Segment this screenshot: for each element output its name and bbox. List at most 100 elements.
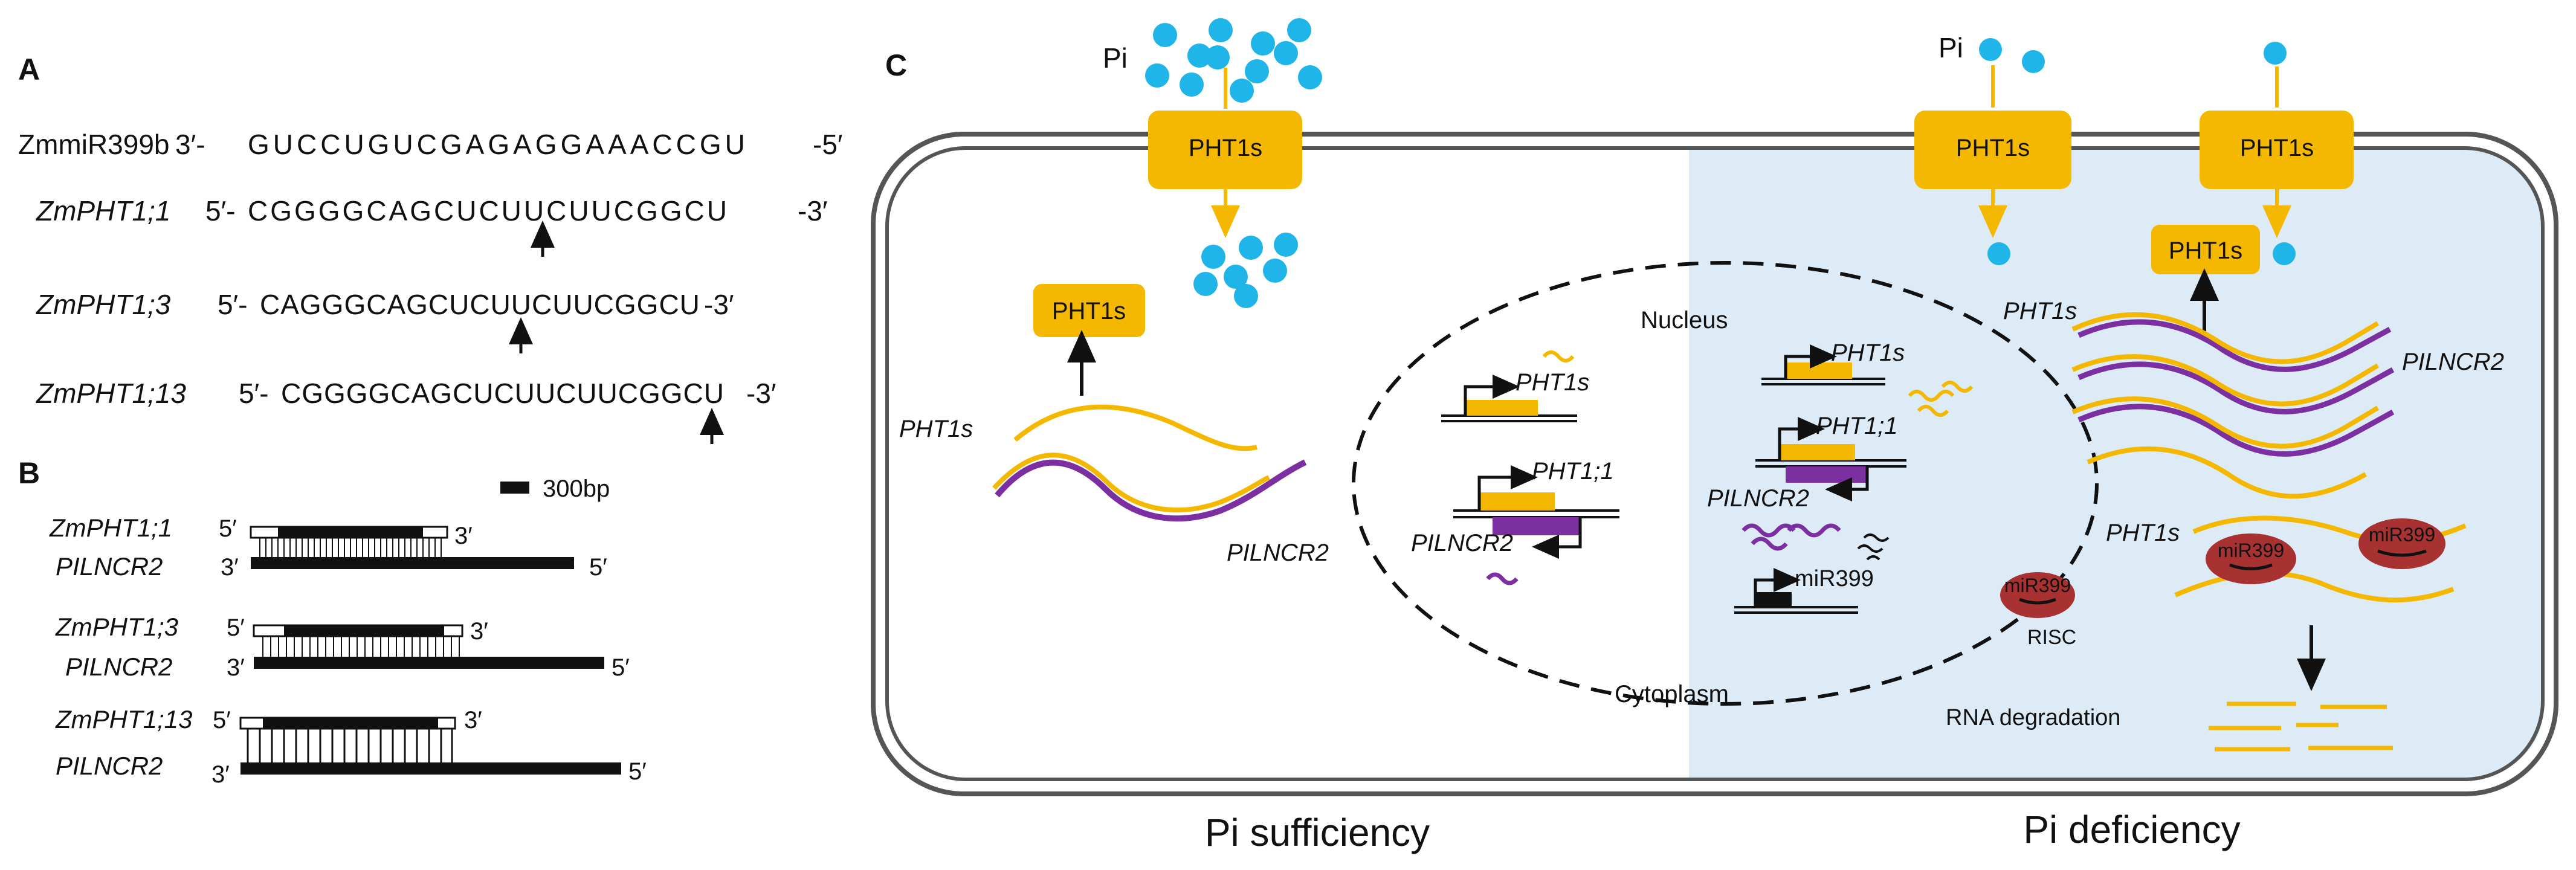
pair3-gene-overlap (263, 718, 438, 729)
caption-pi-sufficiency: Pi sufficiency (1205, 811, 1430, 854)
cell-membrane-inner (885, 146, 2545, 781)
cell-membrane-outer (871, 132, 2558, 796)
pair3-g3: 3′ (464, 707, 482, 733)
pht1s-target-mrna-2 (2174, 570, 2455, 603)
degraded-rna-fragments (2209, 701, 2393, 752)
panel-b-label: B (18, 456, 40, 490)
pht1s-mrna-left (1013, 404, 1257, 451)
pair3-g5: 5′ (213, 707, 231, 733)
pht1s-transporter-right-1 (1914, 111, 2071, 189)
risc-bound-2-label: miR399 (2369, 524, 2435, 546)
row3-sequence: CGGGGCAGCUCUUCUUCGGCU (281, 378, 725, 409)
pair1-base-pairs (259, 538, 442, 557)
pair1-l3: 3′ (221, 554, 239, 581)
pair1-lnc: PILNCR2 (56, 552, 163, 581)
pair2-l5: 5′ (612, 654, 630, 681)
row3-pre: 5′- (239, 378, 269, 409)
pht1-1-right-label: PHT1;1 (1816, 413, 1898, 439)
pht1-1-left-label: PHT1;1 (1532, 458, 1614, 485)
risc-bound-1-label: miR399 (2218, 540, 2284, 561)
pht1s-transporter-left-label: PHT1s (1189, 135, 1262, 161)
pair1-g5: 5′ (219, 515, 237, 542)
nucleus-envelope (1352, 261, 2099, 706)
row2-sequence: CAGGGCAGCUCUUCUUCGGCU (260, 289, 700, 320)
pht1-1-pilncr2-locus-left: PHT1;1 PILNCR2 (1411, 458, 1619, 585)
pi-molecules-outside-left (1145, 18, 1322, 103)
pair1-lnc-bar (251, 557, 574, 569)
pair3-gene: ZmPHT1;13 (55, 705, 192, 733)
pair2-g5: 5′ (227, 614, 245, 641)
panel-c-label: C (885, 48, 907, 82)
pair3-lnc: PILNCR2 (56, 752, 163, 780)
nucleus-label: Nucleus (1641, 307, 1728, 334)
pht1s-transporter-left (1148, 111, 1302, 189)
pht1s-transporter-right-2 (2200, 111, 2354, 189)
pht1s-protein-left (1033, 284, 1145, 337)
panel-b: B 300bp ZmPHT1;1 5′ 3′ PILNCR2 3′ 5′ ZmP… (18, 456, 647, 788)
deficiency-background (1689, 147, 2544, 779)
pi-label-right: Pi (1938, 32, 1963, 63)
row1-sequence: CGGGGCAGCUCUUCUUCGGCU (248, 195, 729, 227)
pairing-diagram-3: ZmPHT1;13 5′ 3′ PILNCR2 3′ 5′ (55, 705, 647, 788)
cytoplasm-label: Cytoplasm (1615, 681, 1729, 707)
rna-degradation-label: RNA degradation (1946, 705, 2120, 730)
pilncr2-locus-right-label: PILNCR2 (1707, 485, 1809, 512)
panel-a: A ZmmiR399b 3′- GUCCUGUCGAGAGGAAACCGU -5… (18, 53, 843, 444)
panel-a-label: A (18, 53, 40, 86)
mir399-gene: miR399 (1734, 566, 1874, 614)
pht1s-protein-left-label: PHT1s (1052, 298, 1126, 324)
mir-name: ZmmiR399b (18, 129, 170, 160)
pilncr2-label-right: PILNCR2 (2402, 349, 2504, 375)
pi-molecules-inside-left (1193, 233, 1298, 308)
pair2-gene: ZmPHT1;3 (55, 613, 178, 641)
pht1s-gene-left-label: PHT1s (1516, 369, 1589, 396)
caption-pi-deficiency: Pi deficiency (2023, 808, 2240, 851)
row2-post: -3′ (704, 289, 734, 320)
pi-dot-right-3 (1987, 242, 2010, 265)
pilncr2-locus-left-label: PILNCR2 (1411, 530, 1513, 556)
risc-bound-2-strand (2377, 549, 2427, 557)
pair3-base-pairs (247, 729, 453, 762)
row3-post: -3′ (746, 378, 776, 409)
pair3-l3: 3′ (211, 761, 230, 788)
pht1s-protein-right (2151, 225, 2260, 274)
mir399-gene-label: miR399 (1795, 566, 1874, 591)
panel-c: C Pi PHT1s PHT1s PHT1s PI (871, 18, 2558, 854)
pht1s-pilncr2-duplexes-right (2071, 312, 2395, 499)
pair2-base-pairs (262, 636, 460, 657)
row1-pre: 5′- (205, 195, 236, 227)
pi-label-left: Pi (1103, 42, 1128, 74)
gene-name-pht1-13: ZmPHT1;13 (36, 378, 186, 409)
pht1-1-pilncr2-locus-right: PHT1;1 PILNCR2 (1707, 413, 1906, 561)
pair2-l3: 3′ (227, 654, 245, 681)
pairing-diagram-1: ZmPHT1;1 5′ 3′ PILNCR2 3′ 5′ (49, 514, 607, 581)
pht1s-transcript-label-left: PHT1s (899, 416, 973, 442)
pi-dot-right-4 (2264, 42, 2287, 65)
pht1s-cleavage-label: PHT1s (2106, 520, 2180, 546)
risc-bound-1-strand (2229, 563, 2273, 570)
pair2-lnc: PILNCR2 (65, 652, 172, 681)
pht1s-protein-right-label: PHT1s (2169, 237, 2242, 264)
scale-bar (500, 482, 529, 494)
pilncr2-label-left: PILNCR2 (1227, 540, 1329, 566)
pair2-gene-overlap (284, 625, 444, 636)
pair1-l5: 5′ (589, 554, 607, 581)
gene-name-pht1-3: ZmPHT1;3 (36, 289, 171, 320)
mir-3p: -5′ (813, 129, 843, 160)
pair2-lnc-bar (254, 657, 604, 669)
pht1s-transporter-right-2-label: PHT1s (2240, 135, 2314, 161)
pair3-lnc-bar (240, 762, 621, 775)
pi-dot-right-5 (2273, 242, 2296, 265)
risc-mir399-strand (2019, 598, 2056, 605)
risc-mir399-label: miR399 (2004, 575, 2071, 596)
pi-dot-right-2 (2022, 50, 2045, 73)
pi-dot-right-1 (1979, 38, 2002, 61)
pht1s-gene-right: PHT1s (1761, 340, 1974, 417)
risc-complex-free (2000, 572, 2075, 618)
pht1s-transcript-label-right: PHT1s (2003, 298, 2077, 324)
pair1-gene-overlap (278, 527, 423, 538)
pht1s-gene-right-label: PHT1s (1831, 340, 1905, 366)
pht1s-gene-left: PHT1s (1441, 350, 1589, 422)
pair1-gene: ZmPHT1;1 (49, 514, 172, 542)
